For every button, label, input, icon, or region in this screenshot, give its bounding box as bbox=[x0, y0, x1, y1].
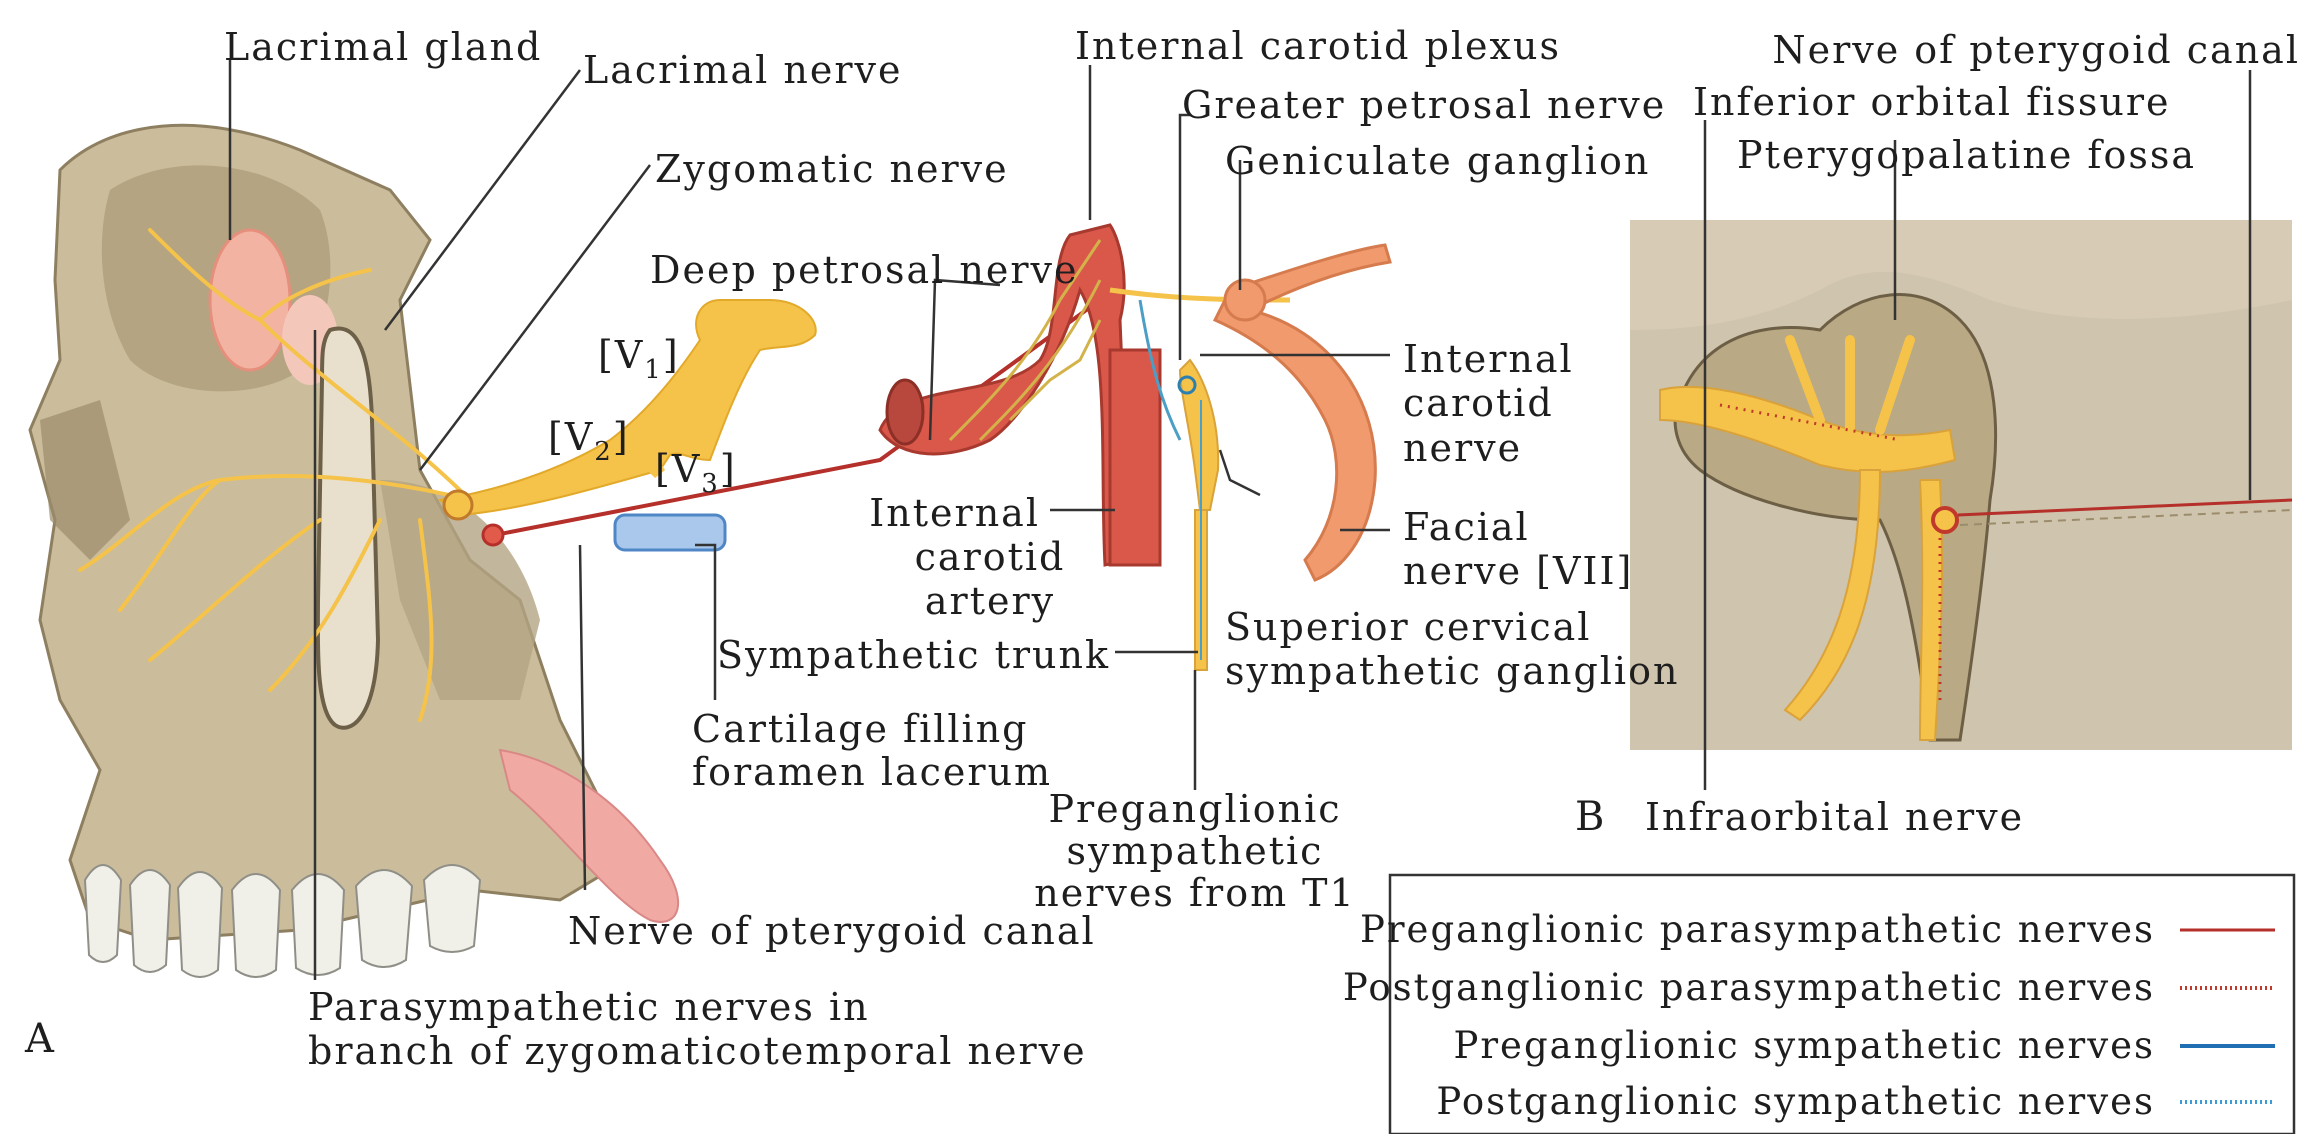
label-facial-nerve-1: Facial bbox=[1403, 505, 1530, 549]
label-lacrimal-gland: Lacrimal gland bbox=[224, 25, 542, 69]
legend: Preganglionic parasympathetic nerves Pos… bbox=[1343, 875, 2294, 1134]
label-preganglionic-t1-1: Preganglionic bbox=[1048, 787, 1341, 831]
label-geniculate-ganglion: Geniculate ganglion bbox=[1225, 139, 1650, 183]
superior-cervical-ganglion-shape bbox=[1180, 360, 1218, 510]
label-zygomatic-nerve: Zygomatic nerve bbox=[655, 147, 1009, 191]
label-parasympathetic-zygomaticotemporal-1: Parasympathetic nerves in bbox=[308, 985, 870, 1029]
lacrimal-gland-shape bbox=[210, 230, 290, 370]
label-sympathetic-trunk: Sympathetic trunk bbox=[717, 633, 1110, 677]
label-deep-petrosal-nerve: Deep petrosal nerve bbox=[650, 248, 1078, 292]
label-facial-nerve-2: nerve [VII] bbox=[1403, 549, 1633, 593]
label-preganglionic-t1-2: sympathetic bbox=[1067, 829, 1324, 873]
label-internal-carotid-nerve-3: nerve bbox=[1403, 426, 1522, 470]
legend-item-label: Preganglionic parasympathetic nerves bbox=[1360, 908, 2155, 951]
label-superior-cervical-2: sympathetic ganglion bbox=[1225, 649, 1679, 693]
panel-b-illustration bbox=[1630, 220, 2292, 750]
label-internal-carotid-artery-2: carotid bbox=[915, 535, 1066, 579]
legend-item-label: Postganglionic sympathetic nerves bbox=[1436, 1080, 2155, 1123]
label-nerve-of-pterygoid-canal-b: Nerve of pterygoid canal bbox=[1772, 28, 2300, 72]
label-cartilage-2: foramen lacerum bbox=[692, 750, 1052, 794]
label-internal-carotid-nerve-1: Internal bbox=[1403, 337, 1574, 381]
label-internal-carotid-artery-1: Internal bbox=[869, 491, 1040, 535]
label-nerve-of-pterygoid-canal-a: Nerve of pterygoid canal bbox=[568, 909, 1096, 953]
label-v1: [V1] bbox=[598, 333, 680, 385]
label-infraorbital-nerve: Infraorbital nerve bbox=[1645, 795, 2024, 839]
label-greater-petrosal-nerve: Greater petrosal nerve bbox=[1182, 83, 1666, 127]
legend-item-label: Postganglionic parasympathetic nerves bbox=[1343, 966, 2155, 1009]
label-parasympathetic-zygomaticotemporal-2: branch of zygomaticotemporal nerve bbox=[308, 1029, 1087, 1073]
zygomatic-bone-section bbox=[318, 328, 378, 727]
panel-a-letter: A bbox=[24, 1016, 55, 1062]
label-inferior-orbital-fissure: Inferior orbital fissure bbox=[1693, 80, 2171, 124]
panel-b-letter: B bbox=[1575, 794, 1604, 840]
label-internal-carotid-nerve-2: carotid bbox=[1403, 381, 1554, 425]
label-internal-carotid-plexus: Internal carotid plexus bbox=[1075, 24, 1561, 68]
label-cartilage-1: Cartilage filling bbox=[692, 707, 1029, 751]
label-superior-cervical-1: Superior cervical bbox=[1225, 605, 1591, 649]
label-internal-carotid-artery-3: artery bbox=[925, 579, 1055, 623]
legend-item-label: Preganglionic sympathetic nerves bbox=[1453, 1024, 2155, 1067]
label-pterygopalatine-fossa: Pterygopalatine fossa bbox=[1737, 133, 2196, 177]
label-lacrimal-nerve: Lacrimal nerve bbox=[583, 48, 903, 92]
